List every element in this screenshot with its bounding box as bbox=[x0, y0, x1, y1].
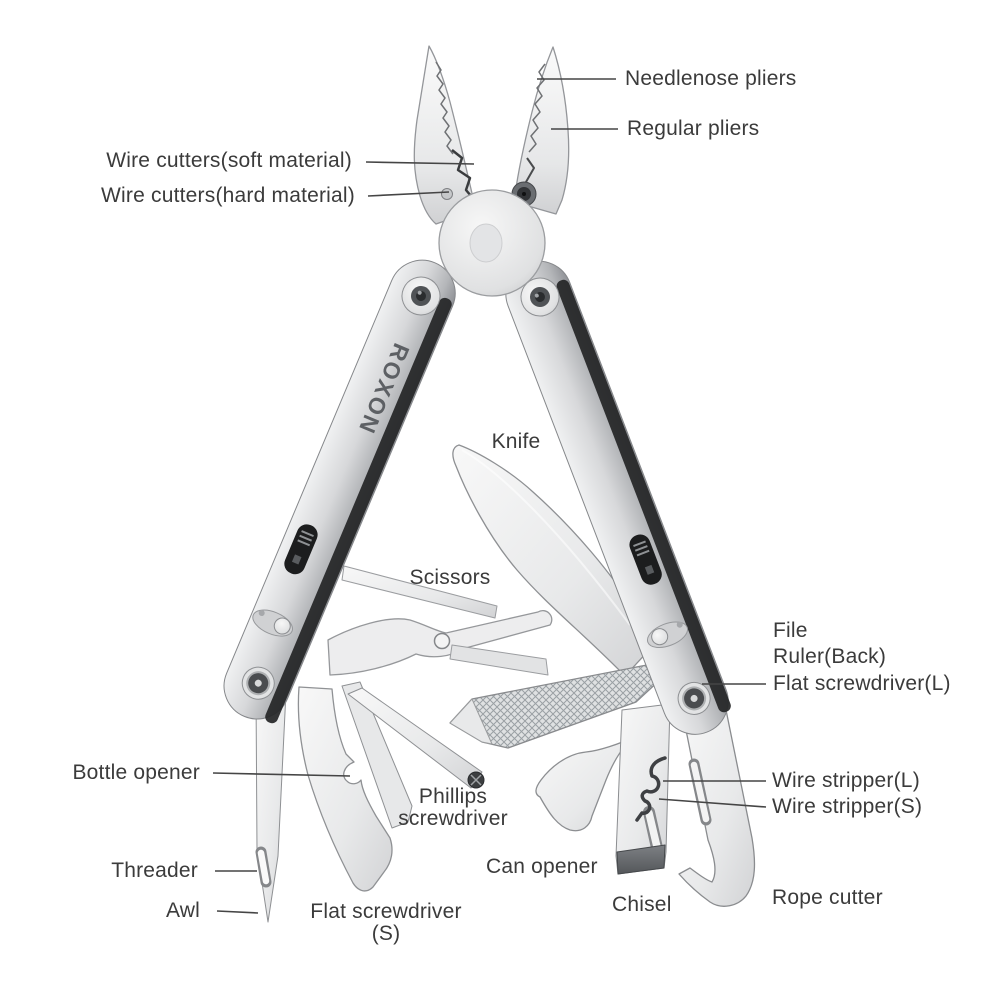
label-rope-cutter: Rope cutter bbox=[772, 886, 883, 909]
leader-wire-soft bbox=[365, 161, 475, 165]
label-awl: Awl bbox=[165, 899, 200, 922]
leader-wire-hard bbox=[367, 191, 450, 197]
scissors-arm bbox=[341, 565, 498, 619]
label-can-opener: Can opener bbox=[486, 855, 598, 878]
needlenose-right-jaw bbox=[513, 46, 570, 215]
leader-bottle bbox=[212, 772, 351, 777]
wire-stripper-notches bbox=[635, 756, 667, 822]
can-opener-tool bbox=[535, 735, 637, 832]
left-handle-slider bbox=[284, 524, 318, 575]
right-handle-slider bbox=[629, 534, 662, 585]
label-flat-screwdriver-l: Flat screwdriver(L) bbox=[773, 672, 951, 695]
right-handle-pivot-screw bbox=[677, 681, 711, 715]
label-regular-pliers: Regular pliers bbox=[627, 117, 760, 140]
label-needlenose-pliers: Needlenose pliers bbox=[625, 67, 797, 90]
right-handle bbox=[505, 260, 731, 735]
left-handle: ROXON bbox=[223, 259, 456, 724]
tools-layer bbox=[255, 444, 756, 923]
pivot-boss-inner bbox=[469, 223, 503, 263]
knife-blade bbox=[452, 444, 652, 677]
scissors-pivot bbox=[433, 632, 451, 650]
leader-stripper-s bbox=[658, 798, 767, 808]
left-handle-pivot-screw bbox=[241, 666, 275, 700]
right-handle-channel bbox=[556, 279, 731, 713]
label-chisel: Chisel bbox=[612, 893, 672, 916]
scissors-tool bbox=[327, 565, 553, 676]
left-handle-channel bbox=[265, 297, 452, 724]
wire-cutter-hard-marker bbox=[441, 188, 453, 200]
label-threader: Threader bbox=[111, 859, 198, 882]
label-file: File bbox=[773, 619, 808, 642]
label-phillips-screwdriver: Phillips screwdriver bbox=[398, 785, 508, 830]
flat-screwdriver-s-blade bbox=[341, 681, 413, 829]
label-flat-screwdriver-s: Flat screwdriver (S) bbox=[310, 900, 462, 945]
right-handle-top-screw bbox=[520, 277, 560, 317]
label-wire-cutters-hard: Wire cutters(hard material) bbox=[101, 184, 355, 207]
wire-cutter-edge bbox=[451, 149, 477, 203]
chisel-tool bbox=[615, 703, 671, 875]
scissors-back-blade bbox=[449, 644, 549, 676]
leader-awl bbox=[216, 910, 259, 914]
right-handle-latch bbox=[647, 621, 689, 648]
awl-tool bbox=[255, 691, 287, 923]
label-scissors: Scissors bbox=[409, 566, 491, 589]
bottle-opener-tool bbox=[297, 686, 393, 892]
left-handle-top-screw bbox=[401, 276, 441, 316]
label-wire-stripper-l: Wire stripper(L) bbox=[772, 769, 920, 792]
label-wire-cutters-soft: Wire cutters(soft material) bbox=[106, 149, 352, 172]
phillips-screwdriver-tool bbox=[347, 687, 485, 789]
file-tool bbox=[449, 663, 663, 749]
label-wire-stripper-s: Wire stripper(S) bbox=[772, 795, 923, 818]
left-jaw-serrations bbox=[435, 61, 454, 155]
pliers-head bbox=[413, 45, 570, 297]
left-handle-latch bbox=[252, 609, 293, 637]
chisel-bevel bbox=[616, 844, 666, 875]
label-ruler-back: Ruler(Back) bbox=[773, 645, 887, 668]
label-knife: Knife bbox=[491, 430, 541, 453]
knife-spine-highlight bbox=[461, 449, 631, 626]
leader-lines bbox=[212, 78, 767, 914]
label-bottle-opener: Bottle opener bbox=[72, 761, 200, 784]
